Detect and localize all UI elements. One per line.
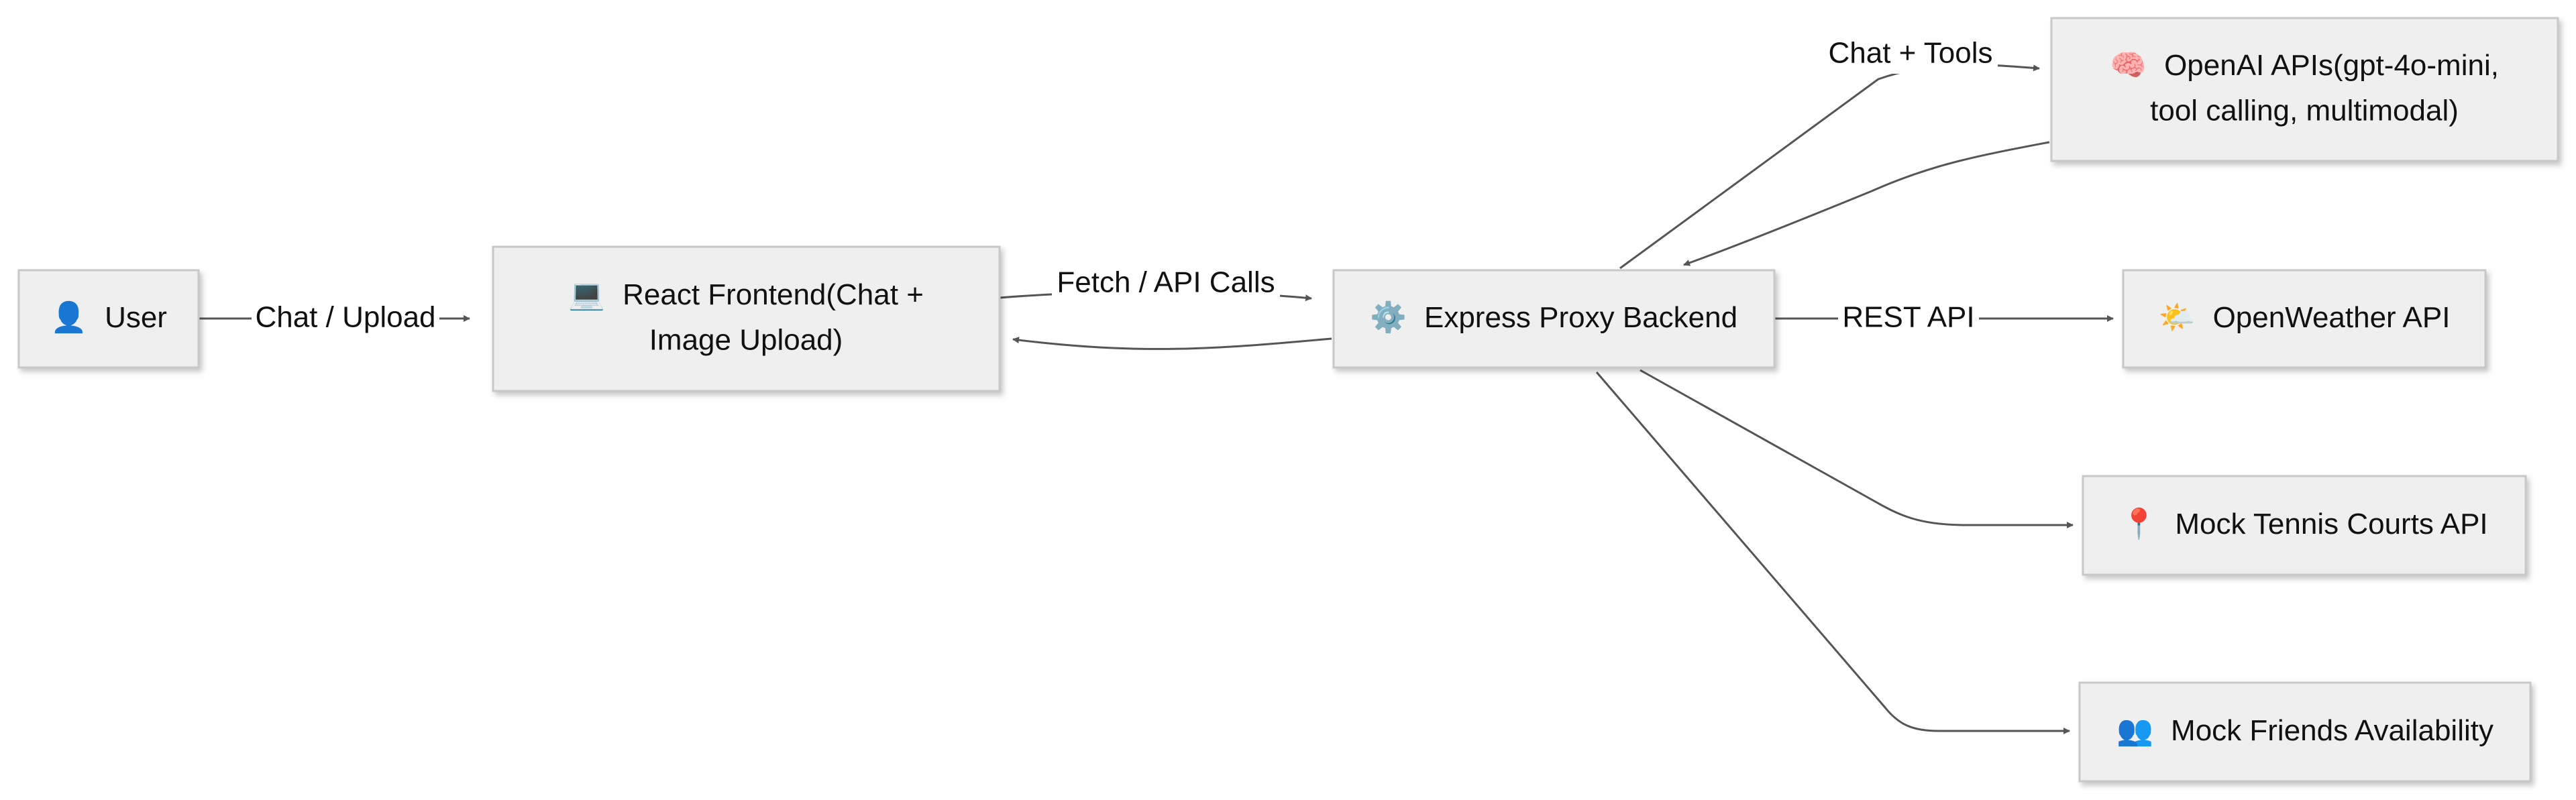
edge-backend-to-openai xyxy=(1619,64,2040,270)
node-openai-apis-line1: OpenAI APIs(gpt-4o-mini, xyxy=(2164,49,2499,82)
node-openweather-api-label: OpenWeather API xyxy=(2213,301,2451,334)
svg-text:👤 User: 👤 User xyxy=(50,300,167,334)
edge-label-chat-tools: Chat + Tools xyxy=(1823,36,1998,74)
svg-text:📍 Mock Tennis Courts: 📍 Mock Tennis Courts API xyxy=(2121,507,2487,540)
node-express-backend[interactable]: ⚙️ Express Proxy Backend xyxy=(1332,269,1776,369)
node-user[interactable]: 👤 User xyxy=(17,269,200,369)
busts-silhouette-icon: 👥 xyxy=(2116,714,2153,747)
node-openai-apis-line2: tool calling, multimodal) xyxy=(2150,95,2459,127)
edge-label-fetch-api-calls: Fetch / API Calls xyxy=(1052,266,1280,303)
svg-text:🌤️ OpenWeather API: 🌤️ OpenWeather API xyxy=(2159,301,2451,334)
edge-backend-to-frontend xyxy=(1012,337,1332,350)
nodes: 👤 User 💻 React Frontend(Chat + Image Upl… xyxy=(17,17,2559,783)
edge-label-rest-api: REST API xyxy=(1838,300,1979,338)
node-express-backend-label: Express Proxy Backend xyxy=(1424,301,1737,334)
bust-silhouette-icon: 👤 xyxy=(50,300,87,334)
edges xyxy=(199,64,2114,734)
node-tennis-courts-api-label: Mock Tennis Courts API xyxy=(2175,508,2487,540)
node-tennis-courts-api[interactable]: 📍 Mock Tennis Courts API xyxy=(2082,475,2527,576)
edge-label-chat-upload: Chat / Upload xyxy=(252,300,439,338)
edge-label-chat-tools-text: Chat + Tools xyxy=(1828,37,1992,70)
laptop-icon: 💻 xyxy=(568,278,605,311)
edge-openai-to-backend xyxy=(1683,141,2050,266)
node-react-frontend-line1: React Frontend(Chat + xyxy=(623,278,924,311)
edge-label-fetch-api-calls-text: Fetch / API Calls xyxy=(1057,266,1275,299)
node-user-label: User xyxy=(105,301,167,334)
node-friends-availability[interactable]: 👥 Mock Friends Availability xyxy=(2078,681,2532,783)
svg-text:⚙️ Express Proxy Backe: ⚙️ Express Proxy Backend xyxy=(1370,300,1737,334)
node-openai-apis[interactable]: 🧠 OpenAI APIs(gpt-4o-mini, tool calling,… xyxy=(2050,17,2559,162)
node-friends-availability-label: Mock Friends Availability xyxy=(2171,714,2493,747)
edge-backend-to-tennis xyxy=(1640,369,2074,528)
svg-text:💻 React Frontend(Chat: 💻 React Frontend(Chat + xyxy=(568,278,924,311)
gear-icon: ⚙️ xyxy=(1370,300,1407,334)
svg-text:👥 Mock Friends Availa: 👥 Mock Friends Availability xyxy=(2116,714,2493,747)
edge-backend-to-friends xyxy=(1595,372,2070,734)
node-openweather-api[interactable]: 🌤️ OpenWeather API xyxy=(2122,269,2487,369)
edge-labels: Chat / Upload Fetch / API Calls Chat + T… xyxy=(252,36,1998,338)
svg-text:🧠 OpenAI APIs(gpt-4o-: 🧠 OpenAI APIs(gpt-4o-mini, xyxy=(2110,49,2499,82)
node-react-frontend[interactable]: 💻 React Frontend(Chat + Image Upload) xyxy=(492,245,1001,392)
edge-label-rest-api-text: REST API xyxy=(1842,301,1974,334)
round-pushpin-icon: 📍 xyxy=(2121,507,2157,540)
node-react-frontend-line2: Image Upload) xyxy=(649,324,843,357)
edge-label-chat-upload-text: Chat / Upload xyxy=(255,301,435,334)
sun-behind-cloud-icon: 🌤️ xyxy=(2159,301,2196,334)
brain-icon: 🧠 xyxy=(2110,49,2147,82)
